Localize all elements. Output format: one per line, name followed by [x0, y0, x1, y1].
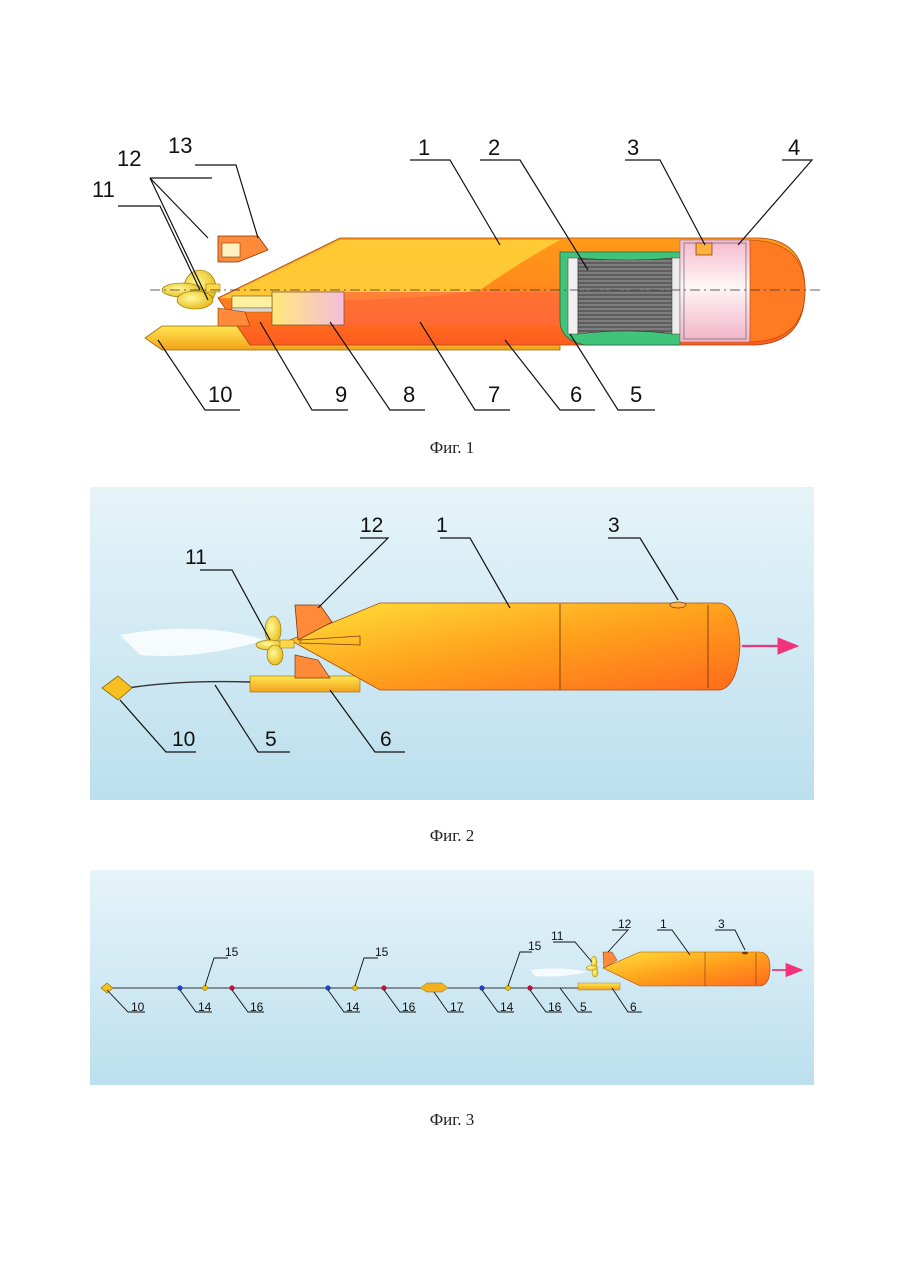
tube-6-fig2 [249, 675, 361, 693]
node-14c [479, 985, 485, 991]
sensor-3 [695, 242, 713, 256]
fig1-label-5: 5 [630, 382, 642, 407]
motor-9 [231, 295, 273, 309]
battery-8 [271, 291, 345, 326]
figure-3-leaders [106, 929, 746, 1013]
propeller-11-fig3 [585, 955, 599, 978]
figure-3: 10 14 16 14 16 17 14 16 5 6 15 15 15 11 … [90, 870, 814, 1085]
fig2-label-6: 6 [380, 728, 392, 751]
node-14a [177, 985, 183, 991]
node-15c [505, 985, 511, 991]
wake-2 [120, 628, 265, 656]
fig2-label-11: 11 [185, 546, 207, 569]
fig1-label-13: 13 [168, 133, 192, 158]
coil-2 [577, 257, 673, 335]
fig1-label-4: 4 [788, 135, 800, 160]
cable-5-fig2 [127, 680, 251, 689]
float-17 [419, 982, 449, 993]
hull-1-fig2 [289, 602, 741, 691]
fig3-label-16c: 16 [548, 1000, 562, 1014]
compartment-7 [342, 292, 564, 325]
figure-2-caption: Фиг. 2 [429, 826, 475, 845]
fig2-label-1: 1 [436, 514, 448, 537]
fig2-label-10: 10 [172, 728, 195, 751]
hull-1-fig3 [602, 951, 771, 987]
fig3-label-15a: 15 [225, 945, 239, 959]
fig3-label-14a: 14 [198, 1000, 212, 1014]
node-16b [381, 985, 387, 991]
node-15b [352, 985, 358, 991]
fig3-label-15b: 15 [375, 945, 389, 959]
propeller-11 [161, 269, 221, 310]
fig1-label-3: 3 [627, 135, 639, 160]
fig3-label-5: 5 [580, 1000, 587, 1014]
anchor-10-fig2 [101, 675, 133, 701]
anchor-10-fig3 [100, 982, 114, 994]
fig3-label-1: 1 [660, 917, 667, 931]
fig3-label-14b: 14 [346, 1000, 360, 1014]
hull-highlight [220, 240, 560, 300]
nose-section-4 [679, 239, 752, 343]
fig3-label-12: 12 [618, 917, 632, 931]
fig2-label-5: 5 [265, 728, 277, 751]
fig1-label-7: 7 [488, 382, 500, 407]
fig3-label-15c: 15 [528, 939, 542, 953]
node-15a [202, 985, 208, 991]
node-16c [527, 985, 533, 991]
fig1-label-12: 12 [117, 146, 141, 171]
fig1-label-8: 8 [403, 382, 415, 407]
node-16a [229, 985, 235, 991]
figure-1: 12 13 11 1 2 3 4 10 9 8 7 6 5 [92, 133, 820, 411]
fig2-label-12: 12 [360, 514, 383, 537]
node-14b [325, 985, 331, 991]
fig1-label-1: 1 [418, 135, 430, 160]
fig1-label-2: 2 [488, 135, 500, 160]
figure-2-leaders [119, 537, 679, 753]
fig3-label-16b: 16 [402, 1000, 416, 1014]
fig3-label-16a: 16 [250, 1000, 264, 1014]
fig3-label-14c: 14 [500, 1000, 514, 1014]
fig1-label-10: 10 [208, 382, 232, 407]
fig3-label-3: 3 [718, 917, 725, 931]
fig1-label-6: 6 [570, 382, 582, 407]
fig3-label-10: 10 [131, 1000, 145, 1014]
fig1-label-9: 9 [335, 382, 347, 407]
fig2-label-3: 3 [608, 514, 620, 537]
fig3-label-17: 17 [450, 1000, 464, 1014]
fig1-label-11: 11 [92, 177, 115, 202]
figure-1-caption: Фиг. 1 [429, 438, 475, 457]
figure-2: 12 1 3 11 10 5 6 [90, 487, 814, 800]
figure-1-leaders [118, 159, 814, 411]
tube-6-fig3 [577, 982, 621, 991]
sensor-3-fig2 [669, 601, 687, 609]
stabilizer-12-fig2 [294, 604, 333, 641]
fig3-label-6: 6 [630, 1000, 637, 1014]
fig3-label-11: 11 [551, 929, 564, 943]
figure-3-caption: Фиг. 3 [429, 1110, 475, 1129]
